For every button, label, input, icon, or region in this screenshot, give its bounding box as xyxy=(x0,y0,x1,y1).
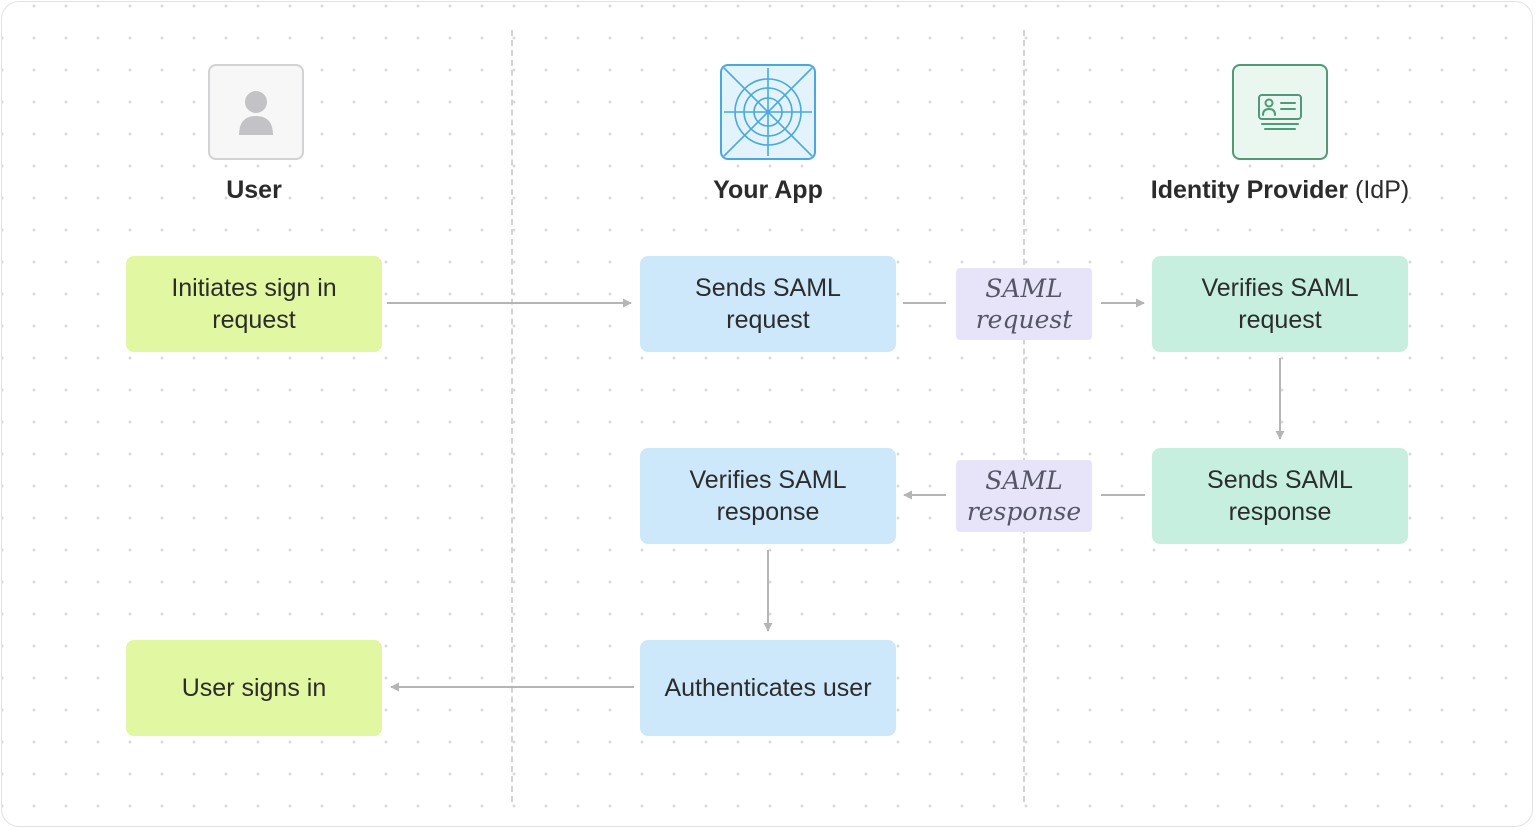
message-saml-response: SAML response xyxy=(956,460,1092,532)
step-initiates-sign-in: Initiates sign in request xyxy=(126,256,382,352)
step-verifies-saml-response: Verifies SAML response xyxy=(640,448,896,544)
user-avatar-icon xyxy=(208,64,304,160)
step-sends-saml-response: Sends SAML response xyxy=(1152,448,1408,544)
id-card-icon xyxy=(1232,64,1328,160)
lane-title-idp-main: Identity Provider xyxy=(1150,176,1349,204)
lane-title-app: Your App xyxy=(713,176,823,204)
lane-divider-left xyxy=(511,30,513,802)
lane-title-idp-suffix: (IdP) xyxy=(1355,176,1410,204)
lane-divider-right xyxy=(1023,30,1025,802)
step-user-signs-in: User signs in xyxy=(126,640,382,736)
message-saml-request: SAML request xyxy=(956,268,1092,340)
app-crosshair-icon xyxy=(720,64,816,160)
lane-title-idp: Identity Provider (IdP) xyxy=(1090,176,1470,205)
step-verifies-saml-request: Verifies SAML request xyxy=(1152,256,1408,352)
lane-title-user: User xyxy=(226,176,282,204)
step-authenticates-user: Authenticates user xyxy=(640,640,896,736)
step-sends-saml-request: Sends SAML request xyxy=(640,256,896,352)
